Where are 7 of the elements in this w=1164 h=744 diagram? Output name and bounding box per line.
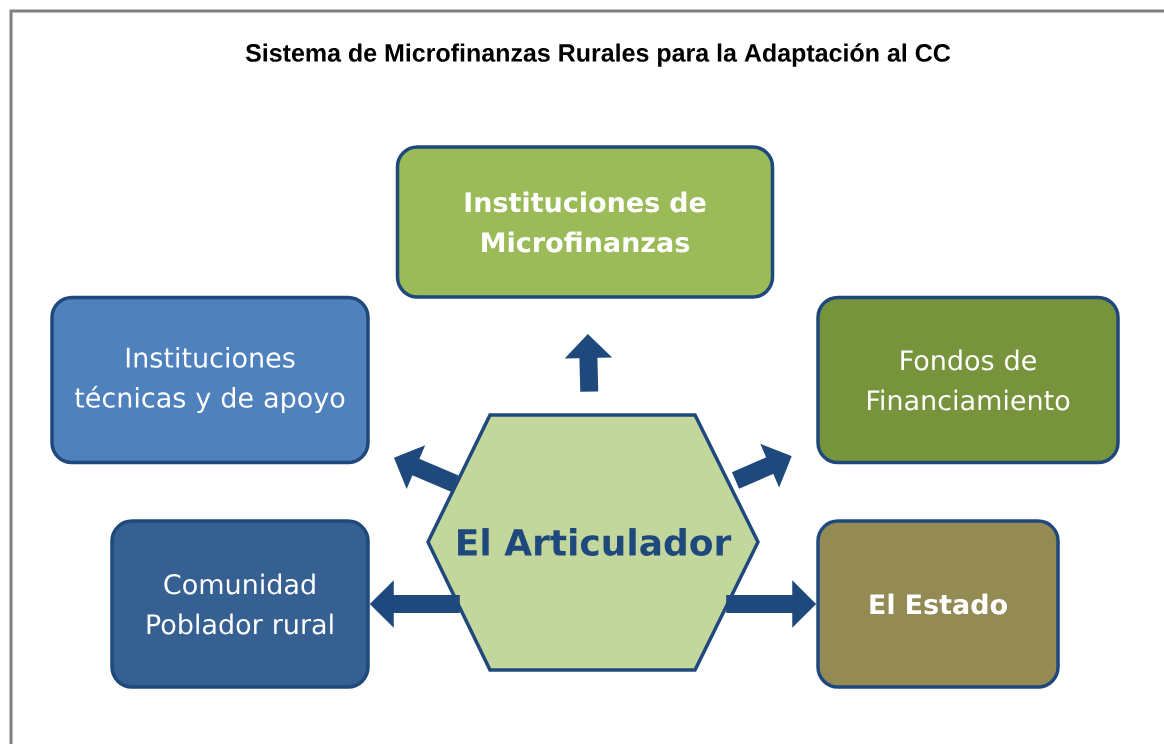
rounded-box: Comunidad Poblador rural [110, 519, 370, 689]
rounded-box: El Estado [816, 519, 1060, 689]
rounded-box: Instituciones de Microfinanzas [395, 145, 775, 299]
rounded-box: Fondos de Financiamiento [816, 295, 1120, 465]
hexagon: El Articulador [426, 413, 760, 672]
rounded-box: Instituciones técnicas y de apoyo [50, 295, 370, 465]
title: Sistema de Microfinanzas Rurales para la Adaptación al CC [245, 43, 951, 67]
